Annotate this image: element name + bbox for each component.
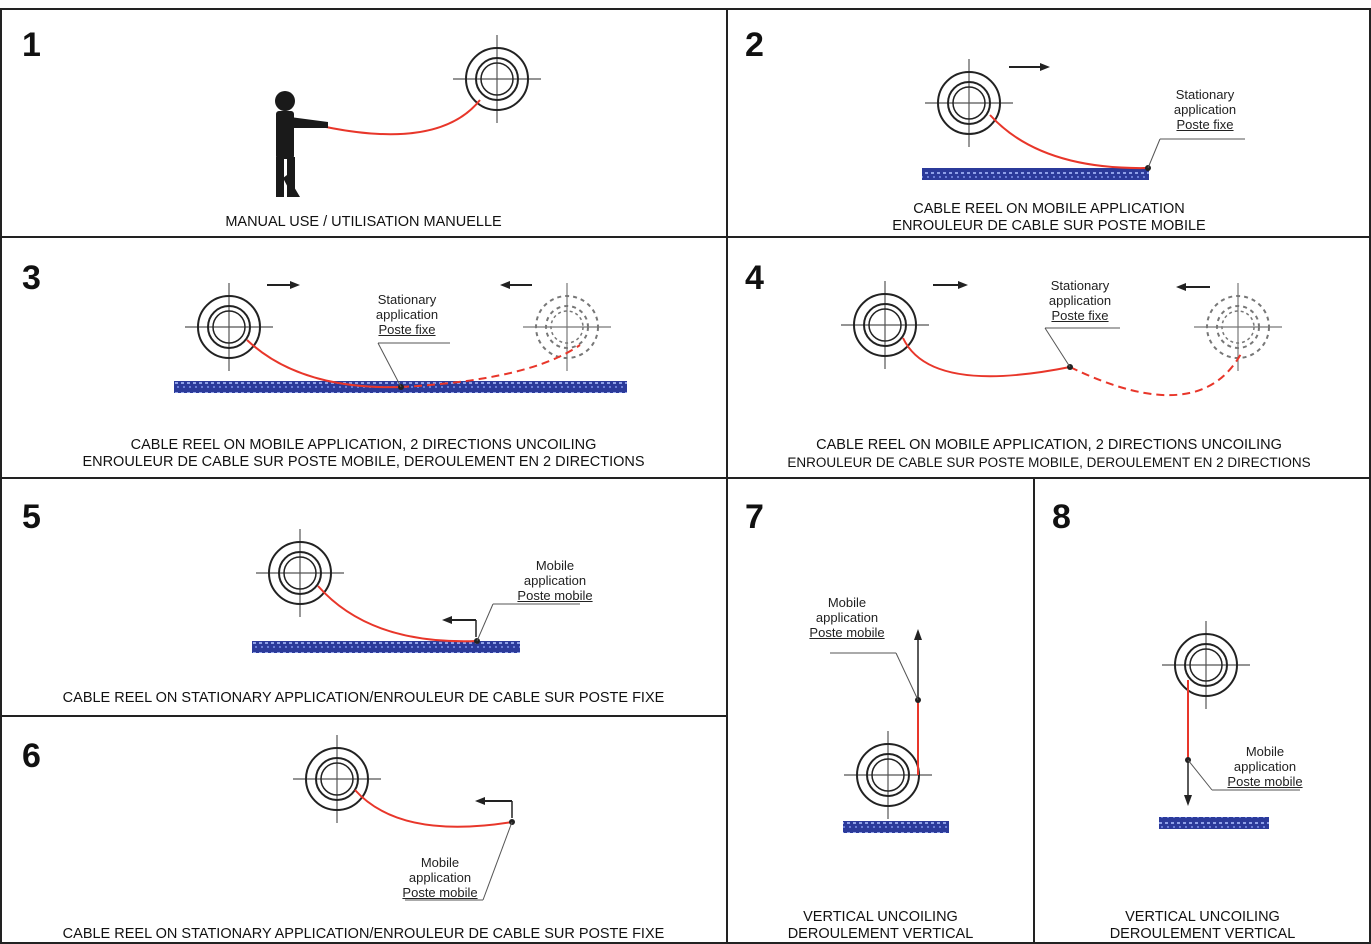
callout-line-3: Poste fixe [1051, 308, 1109, 323]
panel-1-caption: MANUAL USE / UTILISATION MANUELLE [225, 214, 502, 230]
panel-7-caption: VERTICAL UNCOILING DEROULEMENT VERTICAL [727, 909, 1034, 943]
rail [1159, 817, 1269, 829]
panel-8-number: 8 [1052, 498, 1071, 536]
callout-line-3: Poste mobile [1227, 774, 1303, 789]
cable-line [317, 585, 478, 643]
callout-line-1: Stationary [1175, 87, 1235, 102]
panel-5-caption: CABLE REEL ON STATIONARY APPLICATION/ENR… [62, 690, 665, 706]
caption-line-2: ENROULEUR DE CABLE SUR POSTE MOBILE, DER… [82, 454, 645, 470]
rail [922, 168, 1149, 180]
panel-1-drawing [275, 34, 542, 197]
cable-reel-icon [255, 528, 345, 618]
cable-reel-icon [452, 34, 542, 124]
cable-line [989, 114, 1149, 170]
callout-line-1: Mobile [827, 595, 867, 610]
caption-line-1: CABLE REEL ON MOBILE APPLICATION, 2 DIRE… [816, 437, 1282, 453]
panel-2-drawing [922, 58, 1245, 180]
rail [252, 641, 520, 653]
caption-line-2: ENROULEUR DE CABLE SUR POSTE MOBILE, DER… [787, 455, 1311, 470]
callout-line-2: application [1048, 293, 1112, 308]
panel-2-caption: CABLE REEL ON MOBILE APPLICATION ENROULE… [727, 201, 1371, 235]
callout-line-2: application [815, 610, 879, 625]
callout-line-3: Poste mobile [809, 625, 885, 640]
callout-line-1: Mobile [420, 855, 460, 870]
panel-8-caption: VERTICAL UNCOILING DEROULEMENT VERTICAL [1034, 909, 1371, 943]
callout-line-2: application [375, 307, 439, 322]
panel-2-number: 2 [745, 26, 764, 64]
callout-line-1: Mobile [1245, 744, 1285, 759]
panel-6-callout: Mobile application Poste mobile [385, 855, 495, 900]
panel-6-caption: CABLE REEL ON STATIONARY APPLICATION/ENR… [62, 926, 665, 942]
callout-line-1: Stationary [1050, 278, 1110, 293]
panel-4-number: 4 [745, 259, 764, 297]
callout-line-3: Poste mobile [517, 588, 593, 603]
operator-figure [275, 91, 328, 197]
panel-5-number: 5 [22, 498, 41, 536]
caption-line-2: ENROULEUR DE CABLE SUR POSTE MOBILE [892, 218, 1206, 234]
panel-grid [0, 8, 1371, 944]
panel-3-number: 3 [22, 259, 41, 297]
panel-3-caption: CABLE REEL ON MOBILE APPLICATION, 2 DIRE… [0, 437, 727, 471]
callout-line-1: Mobile [535, 558, 575, 573]
panel-7-drawing [830, 629, 949, 833]
panel-4-caption: CABLE REEL ON MOBILE APPLICATION, 2 DIRE… [727, 437, 1371, 471]
panel-8-drawing [1159, 620, 1300, 829]
callout-line-1: Stationary [377, 292, 437, 307]
panel-4-drawing [840, 280, 1283, 397]
callout-line-3: Poste mobile [402, 885, 478, 900]
cable-reel-ghost-icon [522, 282, 612, 372]
callout-line-2: application [1173, 102, 1237, 117]
panel-6-drawing [292, 734, 515, 901]
cable-line [354, 789, 513, 828]
cable-reel-icon [1161, 620, 1251, 710]
caption-line-1: CABLE REEL ON MOBILE APPLICATION [913, 201, 1185, 217]
cable-reel-icon [924, 58, 1014, 148]
caption-line-1: CABLE REEL ON MOBILE APPLICATION, 2 DIRE… [130, 437, 597, 453]
caption-line-1: VERTICAL UNCOILING [803, 909, 958, 925]
panel-7-number: 7 [745, 498, 764, 536]
callout-line-2: application [408, 870, 472, 885]
callout-line-2: application [523, 573, 587, 588]
panel-3-callout: Stationary application Poste fixe [357, 292, 457, 337]
cable-line [246, 339, 402, 389]
cable-reel-icon [292, 734, 382, 824]
rail [843, 821, 949, 833]
panel-1-number: 1 [22, 26, 41, 64]
panel-3-drawing [174, 281, 627, 393]
cable-line [325, 99, 481, 136]
callout-line-3: Poste fixe [378, 322, 436, 337]
caption-line-2: DEROULEMENT VERTICAL [787, 926, 974, 942]
cable-reel-icon [184, 282, 274, 372]
panel-2-callout: Stationary application Poste fixe [1150, 87, 1260, 132]
panel-7-callout: Mobile application Poste mobile [792, 595, 902, 640]
panel-8-callout: Mobile application Poste mobile [1210, 744, 1320, 789]
panel-5-drawing [252, 528, 580, 653]
callout-line-2: application [1233, 759, 1297, 774]
caption-line-2: DEROULEMENT VERTICAL [1109, 926, 1296, 942]
callout-line-3: Poste fixe [1176, 117, 1234, 132]
panel-4-callout: Stationary application Poste fixe [1030, 278, 1130, 323]
panel-5-callout: Mobile application Poste mobile [500, 558, 610, 603]
cable-line [902, 337, 1071, 378]
panel-6-number: 6 [22, 737, 41, 775]
caption-line-1: VERTICAL UNCOILING [1125, 909, 1280, 925]
